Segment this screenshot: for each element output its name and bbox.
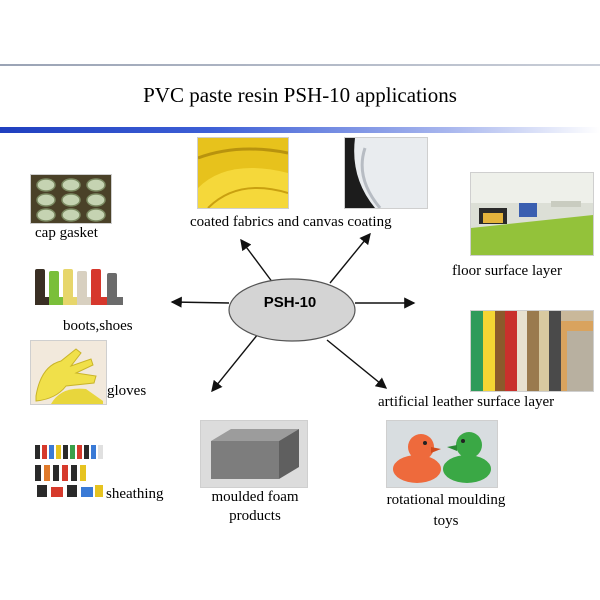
arrow-to-moulded-foam (211, 333, 259, 393)
gloves-image (30, 340, 107, 405)
artificial-leather-image (470, 310, 594, 392)
floor-label: floor surface layer (452, 263, 562, 279)
hub-ellipse (228, 278, 356, 342)
moulded-foam-image (200, 420, 308, 488)
cap-gasket-label: cap gasket (35, 225, 98, 241)
moulded-foam-label-line1: moulded foam (211, 489, 299, 505)
slide-title: PVC paste resin PSH-10 applications (143, 83, 457, 107)
moulded-foam-label-line2: products (229, 508, 281, 524)
floor-image (470, 172, 594, 256)
header-rule (0, 64, 600, 66)
coated-fabrics-label: coated fabrics and canvas coating (190, 214, 392, 230)
rotational-moulding-label-line2: toys (433, 513, 459, 529)
boots-shoes-label: boots,shoes (63, 318, 133, 334)
title-underline-bar (0, 127, 600, 133)
cap-gasket-image (30, 174, 112, 224)
sheathing-image (30, 440, 108, 502)
coated-fabric-image (197, 137, 289, 209)
arrow-to-boots (170, 296, 230, 308)
rotational-toys-image (386, 420, 498, 488)
gloves-label: gloves (107, 383, 147, 399)
arrow-to-coated-fabrics (240, 238, 274, 284)
arrow-to-artificial-leather (326, 339, 388, 389)
hub-label: PSH-10 (263, 294, 317, 311)
canvas-coating-image (344, 137, 428, 209)
sheathing-label: sheathing (106, 486, 164, 502)
artificial-leather-label: artificial leather surface layer (378, 394, 555, 410)
arrow-to-canvas (329, 232, 371, 284)
rotational-moulding-label-line1: rotational moulding (386, 492, 506, 508)
boots-image (30, 262, 127, 314)
